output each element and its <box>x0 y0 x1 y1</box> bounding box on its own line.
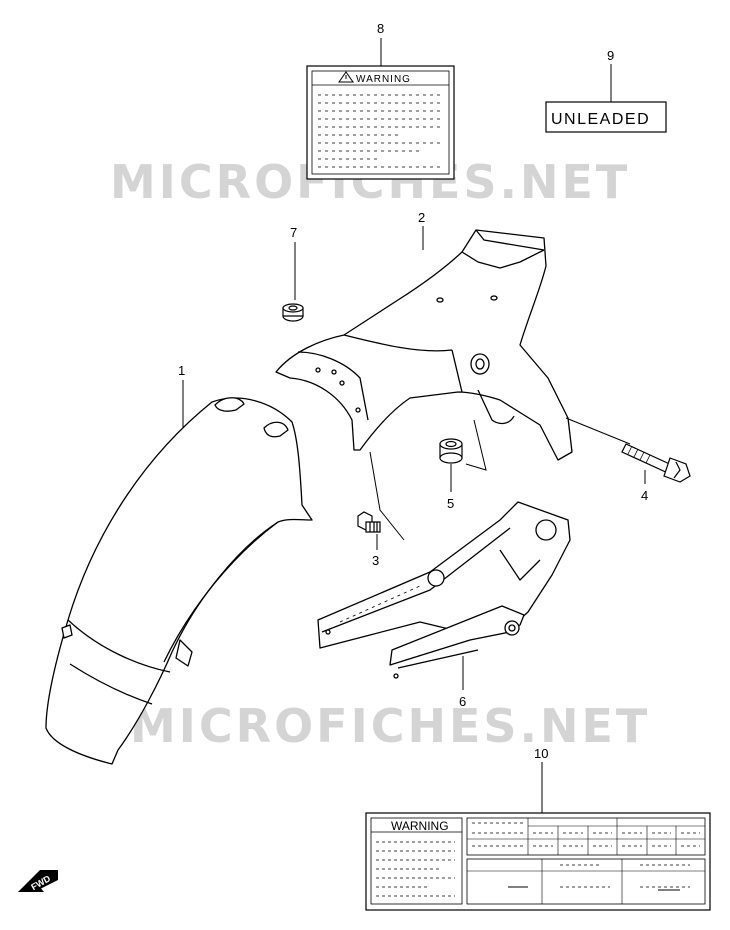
part-7-nut[interactable] <box>282 303 304 322</box>
callout-4: 4 <box>641 488 648 503</box>
callout-numbers: 1 2 3 4 5 6 7 8 9 10 <box>178 21 648 761</box>
label-10-title: WARNING <box>391 819 449 833</box>
callout-8: 8 <box>377 21 384 36</box>
label-8-title: WARNING <box>356 74 411 85</box>
part-9-unleaded-label[interactable]: UNLEADED <box>545 101 667 133</box>
callout-5: 5 <box>447 496 454 511</box>
watermark-bottom: MICROFICHES.NET <box>130 699 650 753</box>
fwd-arrow-icon: FWD <box>18 870 58 892</box>
callout-10: 10 <box>534 746 548 761</box>
part-2-frame-cover[interactable] <box>275 229 573 461</box>
callout-9: 9 <box>607 48 614 63</box>
part-10-warning-label[interactable]: WARNING <box>365 812 711 911</box>
part-8-warning-label[interactable]: WARNING <box>306 65 455 180</box>
part-3-bolt[interactable] <box>357 511 381 533</box>
part-1-rear-fender[interactable] <box>45 397 313 765</box>
callout-7: 7 <box>290 225 297 240</box>
part-6-bracket[interactable] <box>317 501 571 679</box>
label-9-text: UNLEADED <box>551 111 650 128</box>
callout-6: 6 <box>459 694 466 709</box>
part-4-bolt[interactable] <box>621 443 691 483</box>
leader-lines <box>182 38 646 813</box>
callout-2: 2 <box>418 210 425 225</box>
warning-triangle-icon <box>338 71 354 83</box>
part-5-collar[interactable] <box>439 438 463 464</box>
callout-3: 3 <box>372 553 379 568</box>
callout-1: 1 <box>178 363 185 378</box>
